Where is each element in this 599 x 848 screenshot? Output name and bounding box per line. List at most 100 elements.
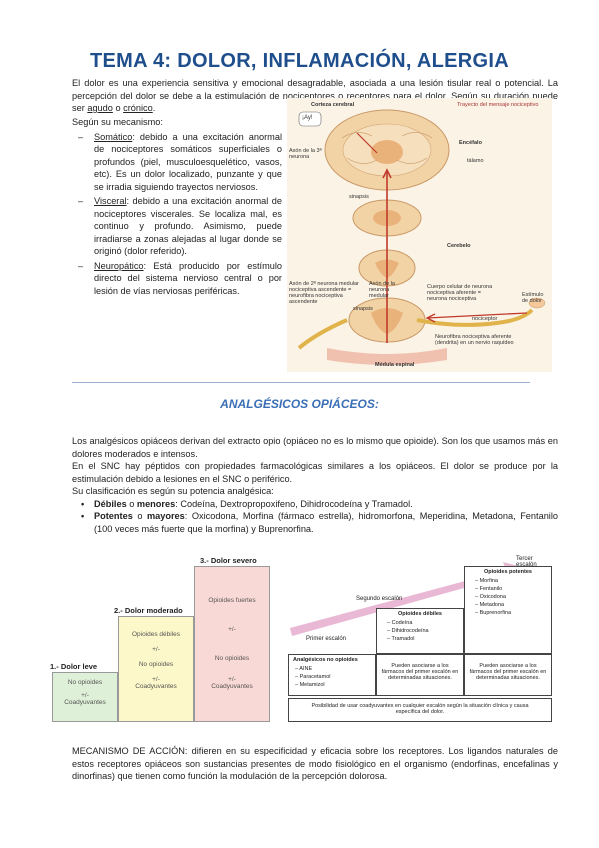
stair-text: Coadyuvantes [64, 699, 106, 706]
bullet-bold: mayores [146, 511, 185, 521]
mechanism-visceral: –Visceral: debido a una excitación anorm… [78, 196, 282, 256]
bullet-debiles: •Débiles o menores: Codeína, Dextropropo… [81, 498, 413, 509]
opiaceos-p2: En el SNC hay péptidos con propiedades f… [72, 461, 558, 484]
stair-text: No opioides [67, 679, 103, 686]
page-title: TEMA 4: DOLOR, INFLAMACIÓN, ALERGIA [90, 50, 509, 72]
stair-title-moderado: 2.- Dolor moderado [114, 606, 183, 615]
potentes-item: – Oxicodona [475, 594, 506, 600]
label-sinapsis2: sinapsis [353, 306, 373, 312]
potentes-item-text: Metadona [479, 602, 505, 608]
opiaceos-p1: Los analgésicos opiáceos derivan del ext… [72, 436, 558, 459]
bullet-bold: menores [136, 498, 176, 509]
label-medula: Médula espinal [375, 362, 415, 368]
label-nociceptor: nociceptor [472, 316, 498, 322]
bullet-text: : Oxicodona, Morfina (fármaco estrella),… [94, 511, 558, 534]
pain-pathway-figure: Corteza cerebral ¡Ay! Trayecto del mensa… [287, 98, 552, 372]
stair-severo: Opioides fuertes +/- No opioides +/- Coa… [194, 566, 270, 722]
stair-text: +/- [152, 676, 160, 683]
label-cuerpo: Cuerpo celular de neurona nociceptiva af… [427, 284, 493, 302]
pain-pathway-illustration [287, 98, 552, 372]
intro-text: El dolor es una experiencia sensitiva y … [72, 78, 558, 113]
segundo-label: Segundo escalón [356, 596, 403, 602]
stair-text: No opioides [214, 655, 250, 662]
who-ladder-figure: Tercer escalón Segundo escalón Primer es… [286, 556, 554, 726]
mechanism-term: Neuropático [94, 260, 144, 271]
mechanisms-block: Según su mecanismo: –Somático: debido a … [72, 116, 282, 299]
bullet-bold: Potentes [94, 511, 133, 521]
asociar-box-1: Pueden asociarse a los fármacos del prim… [376, 654, 464, 696]
mechanism-term: Somático [94, 131, 133, 142]
opiaceos-p3: Su clasificación es según su potencia an… [72, 486, 274, 496]
debiles-item-text: Tramadol [391, 636, 415, 642]
analgesic-stairs-chart: 3.- Dolor severo 2.- Dolor moderado 1.- … [50, 556, 272, 724]
debiles-item: – Codeína [387, 620, 413, 626]
potentes-item: – Morfina [475, 578, 498, 584]
potentes-item: – Buprenorfina [475, 610, 512, 616]
no-opioides-title: Analgésicos no opioides [293, 657, 358, 663]
section-divider [72, 382, 530, 383]
label-neurofibra: Neurofibra nociceptiva aferente (dendrit… [435, 334, 514, 346]
potentes-item-text: Morfina [479, 578, 498, 584]
term-agudo: agudo [87, 103, 113, 113]
no-opioides-item: – Paracetamol [295, 674, 331, 680]
label-ay: ¡Ay! [302, 115, 313, 121]
term-cronico: crónico [123, 103, 153, 113]
stair-text: +/- [81, 692, 89, 699]
stair-text: +/- [228, 626, 236, 633]
label-axon-neurona: Axón de la neurona medular [369, 281, 395, 299]
label-cortex: Corteza cerebral [311, 102, 355, 108]
stair-text: Coadyuvantes [135, 683, 177, 690]
potentes-item: – Fentanilo [475, 586, 503, 592]
stair-title-leve: 1.- Dolor leve [50, 662, 98, 671]
label-encefalo: Encéfalo [459, 140, 482, 146]
label-talamo: tálamo [467, 158, 484, 164]
label-axon3: Axón de la 3ª neurona [289, 148, 322, 160]
stair-title-severo: 3.- Dolor severo [200, 556, 257, 565]
bullet-potentes: •Potentes o mayores: Oxicodona, Morfina … [81, 511, 558, 534]
no-opioides-box: Analgésicos no opioides – AINE – Paracet… [288, 654, 376, 696]
potentes-item-text: Fentanilo [479, 586, 503, 592]
primer-label: Primer escalón [306, 636, 347, 642]
stair-text: +/- [152, 646, 160, 653]
no-opioides-item: – Metamizol [295, 682, 325, 688]
stair-text: Opioides fuertes [208, 597, 256, 604]
debiles-title: Opioides débiles [397, 611, 442, 617]
stair-moderado: Opioides débiles +/- No opioides +/- Coa… [118, 616, 194, 722]
debiles-item-text: Dihidrocodeína [391, 628, 429, 634]
stair-text: Opioides débiles [131, 631, 181, 638]
potentes-box: Opioides potentes – Morfina – Fentanilo … [464, 566, 552, 654]
opiaceos-text: Los analgésicos opiáceos derivan del ext… [72, 435, 558, 535]
mechanism-text: : debido a una excitación anormal de noc… [94, 196, 282, 256]
potentes-item-text: Oxicodona [479, 594, 506, 600]
bullet-mid: o [126, 498, 137, 509]
mecanismo-accion: MECANISMO DE ACCIÓN: difieren en su espe… [72, 746, 558, 781]
no-opioides-item: – AINE [295, 666, 313, 672]
debiles-item-text: Codeína [391, 620, 413, 626]
stair-text: +/- [228, 676, 236, 683]
label-tracto: Trayecto del mensaje nociceptivo [457, 102, 539, 108]
mechanism-intro: Según su mecanismo: [72, 117, 163, 127]
mechanism-text: : debido a una excitación anormal de noc… [94, 131, 282, 192]
debiles-box: Opioides débiles – Codeína – Dihidrocode… [376, 608, 464, 654]
intro-connector: o [112, 103, 124, 113]
bullet-bold: Débiles [94, 498, 127, 509]
no-opioides-item-text: AINE [299, 666, 313, 672]
label-cerebelo: Cerebelo [447, 243, 471, 249]
mechanism-term: Visceral [94, 196, 127, 206]
no-opioides-item-text: Paracetamol [299, 674, 331, 680]
potentes-item-text: Buprenorfina [479, 610, 512, 616]
potentes-item: – Metadona [475, 602, 505, 608]
asociar-box-2: Pueden asociarse a los fármacos del prim… [464, 654, 552, 696]
debiles-item: – Tramadol [387, 636, 415, 642]
mechanism-neuropathic: –Neuropático: Está producido por estímul… [78, 260, 282, 296]
coadyuvantes-footer: Posibilidad de usar coadyuvantes en cual… [288, 698, 552, 722]
stair-leve: No opioides +/- Coadyuvantes [52, 672, 118, 722]
stair-text: No opioides [138, 661, 174, 668]
no-opioides-item-text: Metamizol [299, 682, 325, 688]
stair-text: Coadyuvantes [211, 683, 253, 690]
potentes-title: Opioides potentes [484, 569, 532, 575]
label-estimulo: Estímulo de dolor [522, 292, 544, 304]
bullet-text: : Codeína, Dextropropoxifeno, Dihidrocod… [175, 498, 413, 509]
label-axon2: Axón de 2ª neurona medular nociceptiva a… [289, 281, 359, 305]
label-sinapsis: sinapsis [349, 194, 369, 200]
